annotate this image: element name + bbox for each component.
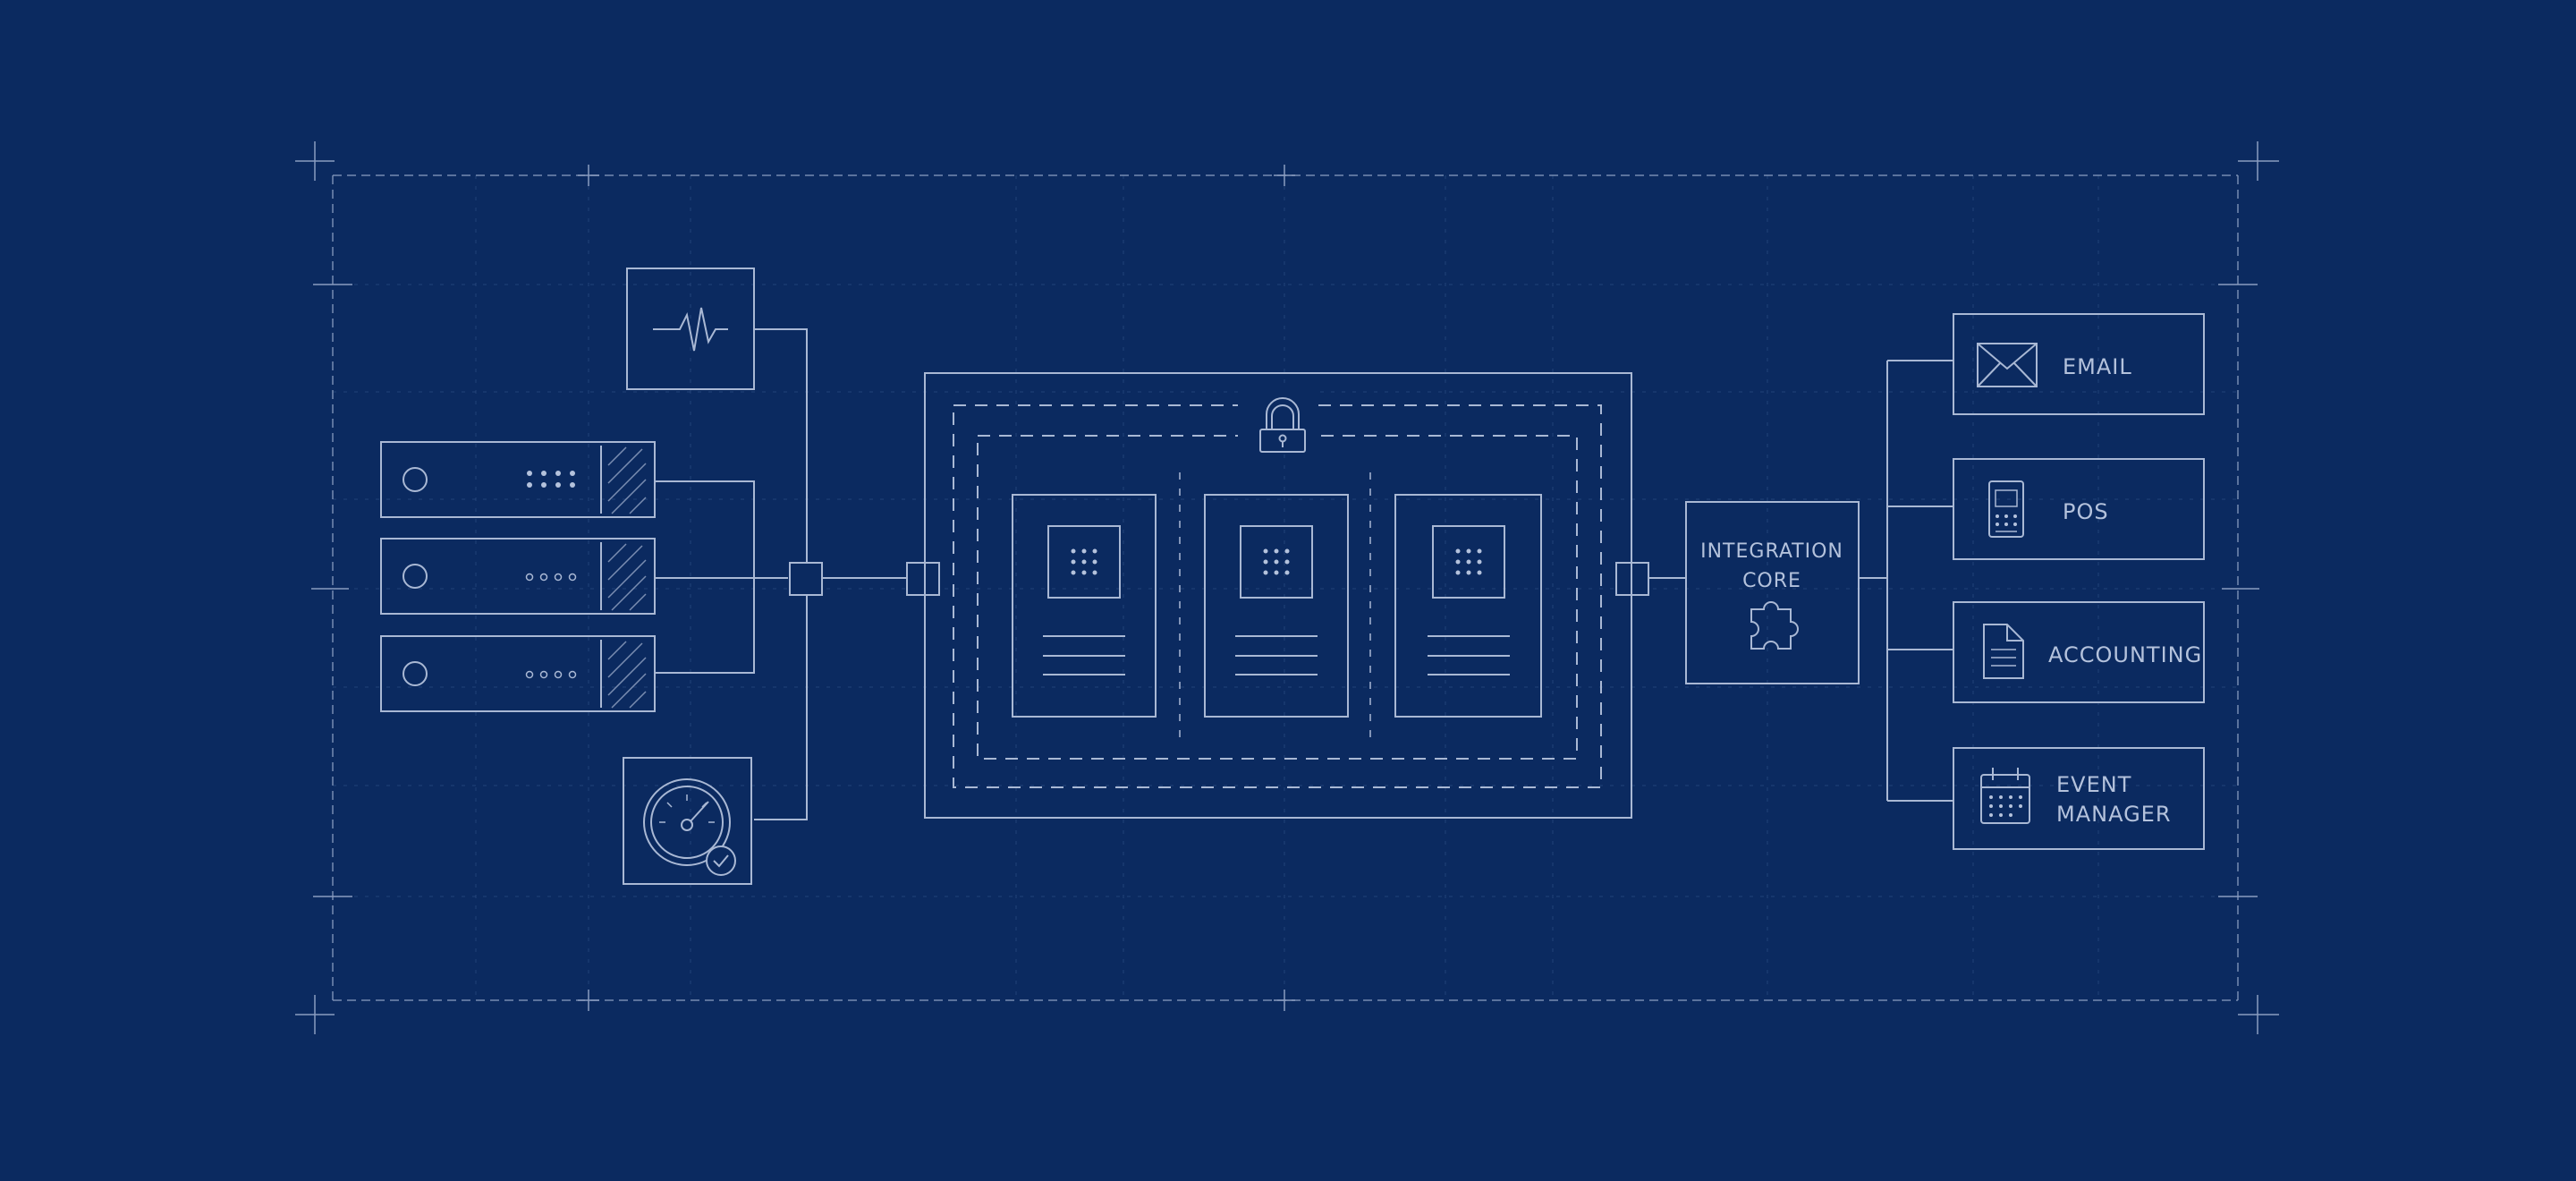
gauge-box	[623, 757, 752, 885]
server-unit	[380, 441, 656, 518]
output-email: EMAIL	[1953, 313, 2205, 415]
blueprint-frame	[295, 141, 2279, 1034]
envelope-icon	[1977, 343, 2038, 387]
output-label: ACCOUNTING	[2048, 642, 2202, 667]
secure-zone	[924, 372, 1632, 819]
processing-module	[1012, 494, 1157, 718]
output-pos: POS	[1953, 458, 2205, 560]
integration-core-label-line2: CORE	[1742, 570, 1801, 592]
pos-terminal-icon	[1988, 480, 2024, 538]
document-icon	[1983, 624, 2024, 679]
server-unit	[380, 538, 656, 615]
integration-core-label-line1: INTEGRATION	[1700, 540, 1843, 563]
heartbeat-icon	[653, 307, 728, 352]
server-stack	[380, 441, 656, 712]
background-grid	[333, 175, 2238, 1002]
puzzle-piece-icon	[1750, 601, 1799, 650]
processing-module	[1394, 494, 1542, 718]
output-label-line2: MANAGER	[2056, 802, 2172, 827]
calendar-icon	[1980, 768, 2030, 824]
monitor-box	[626, 268, 755, 390]
integration-core-box: INTEGRATION CORE	[1685, 501, 1860, 684]
junction-node-secure-in	[906, 562, 940, 596]
server-unit	[380, 635, 656, 712]
output-accounting: ACCOUNTING	[1953, 601, 2205, 703]
output-label: EMAIL	[2063, 354, 2132, 379]
output-label-line1: EVENT	[2056, 772, 2131, 797]
output-label: POS	[2063, 499, 2109, 524]
padlock-icon	[1259, 397, 1306, 453]
processing-module	[1204, 494, 1349, 718]
output-event-manager: EVENT MANAGER	[1953, 747, 2205, 850]
speedometer-check-icon	[643, 778, 736, 876]
junction-node-left	[789, 562, 823, 596]
